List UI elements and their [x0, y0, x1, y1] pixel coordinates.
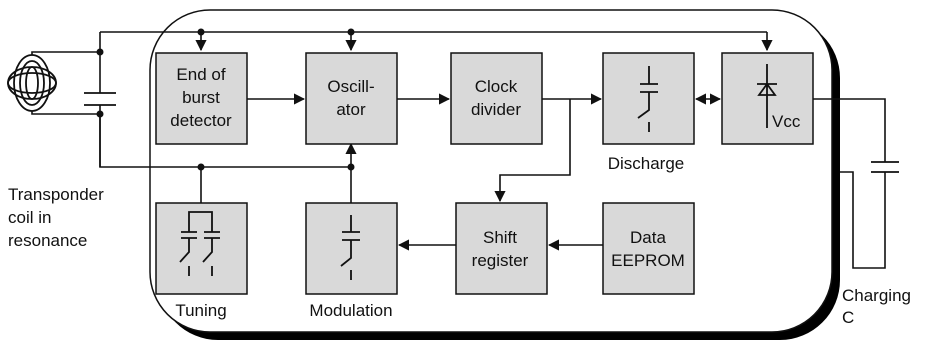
- modulation-switch-icon: [340, 215, 360, 280]
- discharge-switch-icon: [637, 66, 658, 132]
- eob-label-1: End of: [176, 65, 225, 84]
- oscillator-label-2: ator: [336, 100, 366, 119]
- tuning-block: [155, 202, 248, 295]
- transponder-label-3: resonance: [8, 231, 87, 250]
- charging-capacitor-icon: [813, 98, 899, 269]
- clock-divider-label-1: Clock: [475, 77, 518, 96]
- oscillator-block: [305, 52, 398, 145]
- bottom-bus: [99, 114, 351, 168]
- data-eeprom-block: [602, 202, 695, 295]
- end-of-burst-detector-block: [155, 52, 248, 145]
- charging-label-2: C: [842, 308, 854, 327]
- transponder-label-1: Transponder: [8, 185, 104, 204]
- tuning-switch-icon: [179, 211, 220, 276]
- shift-register-label-1: Shift: [483, 228, 517, 247]
- eob-label-2: burst: [182, 88, 220, 107]
- arrow-clock-to-shift: [494, 99, 571, 203]
- clock-divider-block: [450, 52, 543, 145]
- tuning-label: Tuning: [175, 301, 226, 320]
- transponder-label-2: coil in: [8, 208, 51, 227]
- coil-top-wire: [31, 51, 100, 115]
- shift-register-label-2: register: [472, 251, 529, 270]
- vcc-diode-icon: [757, 64, 777, 128]
- vcc-label: Vcc: [772, 112, 801, 131]
- coil-icon: [7, 54, 57, 112]
- discharge-label: Discharge: [608, 154, 685, 173]
- charging-label-1: Charging: [842, 286, 911, 305]
- top-bus: [99, 31, 767, 52]
- clock-divider-label-2: divider: [471, 100, 521, 119]
- modulation-label: Modulation: [309, 301, 392, 320]
- data-eeprom-label-1: Data: [630, 228, 666, 247]
- data-eeprom-label-2: EEPROM: [611, 251, 685, 270]
- shift-register-block: [455, 202, 548, 295]
- eob-label-3: detector: [170, 111, 232, 130]
- oscillator-label-1: Oscill-: [327, 77, 374, 96]
